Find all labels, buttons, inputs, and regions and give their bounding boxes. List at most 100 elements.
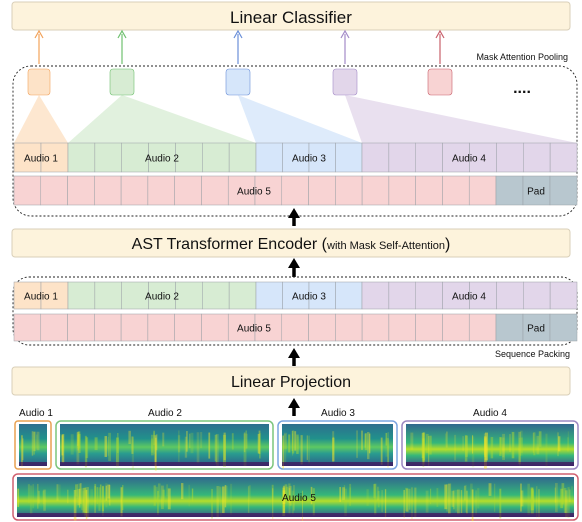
audio5-token-cell <box>201 313 229 342</box>
arrow-encoder-to-pooling-head <box>288 208 300 218</box>
audio2-token-cell <box>121 281 149 310</box>
audio1-segment-label: Audio 1 <box>24 154 58 165</box>
audio5-token-cell <box>67 175 95 206</box>
sequence-packing-label: Sequence Packing <box>495 349 570 359</box>
audio2-token-cell <box>228 142 257 173</box>
packed-sequence-row-2: Audio 5 Pad <box>13 313 578 342</box>
top-sequence-row-2: Audio 5 Pad <box>13 175 578 206</box>
audio3-segment-label: Audio 3 <box>292 154 326 165</box>
encoder-main-label: AST Transformer Encoder ( <box>132 236 328 253</box>
audio4-token-cell <box>415 281 443 310</box>
audio4-token-cell <box>361 142 390 173</box>
audio5-token-cell <box>388 313 416 342</box>
audio5-token-cell <box>281 175 309 206</box>
linear-classifier-label: Linear Classifier <box>230 8 352 27</box>
audio5-token-cell <box>308 313 336 342</box>
audio2-token-cell <box>148 281 176 310</box>
pooling-container <box>12 65 578 217</box>
audio3-token-cell <box>282 281 310 310</box>
audio5-token-cell <box>94 175 122 206</box>
audio5-token-cell <box>415 175 443 206</box>
audio5-token-cell <box>40 313 68 342</box>
audio2-token-cell <box>121 142 149 173</box>
audio5-segment-label: Audio 5 <box>237 324 271 335</box>
encoder-sub-label: with Mask Self-Attention <box>326 240 445 252</box>
audio5-token-cell <box>335 313 363 342</box>
audio2-token-cell <box>228 281 257 310</box>
audio2-segment-label: Audio 2 <box>145 154 179 165</box>
audio2-segment-label: Audio 2 <box>145 292 179 303</box>
audio5-token-cell <box>13 175 42 206</box>
audio5-token-cell <box>361 313 390 342</box>
pad-token-cell <box>495 313 524 342</box>
audio2-token-cell <box>175 142 203 173</box>
audio5-token-cell <box>13 313 42 342</box>
spectrogram-audio3-label: Audio 3 <box>321 408 355 419</box>
audio4-token-cell <box>442 142 470 173</box>
audio5-token-cell <box>281 313 309 342</box>
pooled-token-audio1 <box>27 68 51 96</box>
pooled-token-audio3 <box>225 68 251 96</box>
audio5-token-cell <box>94 313 122 342</box>
audio4-token-cell <box>496 281 524 310</box>
packing-container <box>12 276 578 346</box>
audio3-token-cell <box>255 281 283 310</box>
top-sequence-row-1: Audio 1 Audio 2 Audio 3 Audio 4 <box>13 142 578 173</box>
audio2-token-cell <box>148 142 176 173</box>
audio5-token-cell <box>40 175 68 206</box>
arrow-input-to-projection-head <box>288 398 300 408</box>
linear-classifier-box <box>11 1 571 31</box>
spectrogram-audio4-label: Audio 4 <box>473 408 507 419</box>
audio4-token-cell <box>388 142 416 173</box>
spectrogram-audio1 <box>14 420 52 470</box>
spectrogram-audio5 <box>12 473 579 521</box>
audio3-token-cell <box>255 142 283 173</box>
spectrogram-audio3 <box>277 420 398 470</box>
audio4-segment-label: Audio 4 <box>452 154 486 165</box>
audio4-token-cell <box>469 281 497 310</box>
encoder-close-label: ) <box>445 236 450 253</box>
spectrogram-audio2 <box>55 420 274 470</box>
audio3-token-cell <box>308 142 336 173</box>
audio5-token-cell <box>254 175 283 206</box>
audio4-token-cell <box>496 142 524 173</box>
pad-token-cell <box>495 175 524 206</box>
audio2-token-cell <box>202 281 230 310</box>
audio3-token-cell <box>282 142 310 173</box>
audio3-segment-label: Audio 3 <box>292 292 326 303</box>
audio5-segment-label: Audio 5 <box>237 187 271 198</box>
spectrogram-audio4 <box>401 420 579 470</box>
audio5-token-cell <box>468 313 497 342</box>
audio5-token-cell <box>468 175 497 206</box>
audio1-token-cell <box>40 281 69 310</box>
audio5-token-cell <box>442 175 470 206</box>
spectrogram-audio1-label: Audio 1 <box>19 408 53 419</box>
pooled-token-audio4 <box>332 68 358 96</box>
spectrogram-audio2-label: Audio 2 <box>148 408 182 419</box>
audio5-token-cell <box>442 313 470 342</box>
linear-projection-label: Linear Projection <box>231 374 351 391</box>
audio1-token-cell <box>13 142 42 173</box>
audio4-token-cell <box>415 142 443 173</box>
audio5-token-cell <box>120 175 149 206</box>
audio4-token-cell <box>442 281 470 310</box>
audio4-token-cell <box>469 142 497 173</box>
audio5-token-cell <box>388 175 416 206</box>
audio5-token-cell <box>67 313 95 342</box>
audio5-token-cell <box>174 313 202 342</box>
audio3-token-cell <box>335 281 363 310</box>
audio5-token-cell <box>335 175 363 206</box>
arrow-packing-to-encoder-head <box>288 258 300 268</box>
audio3-token-cell <box>308 281 336 310</box>
pooled-token-audio2 <box>109 68 135 96</box>
audio5-token-cell <box>201 175 229 206</box>
pooled-token-audio5 <box>427 68 453 96</box>
audio2-token-cell <box>202 142 230 173</box>
pad-token-cell <box>522 175 551 206</box>
pad-segment-label: Pad <box>527 324 545 335</box>
pad-token-cell <box>549 313 578 342</box>
pad-segment-label: Pad <box>527 187 545 198</box>
spectrogram-audio5-label: Audio 5 <box>282 493 316 504</box>
